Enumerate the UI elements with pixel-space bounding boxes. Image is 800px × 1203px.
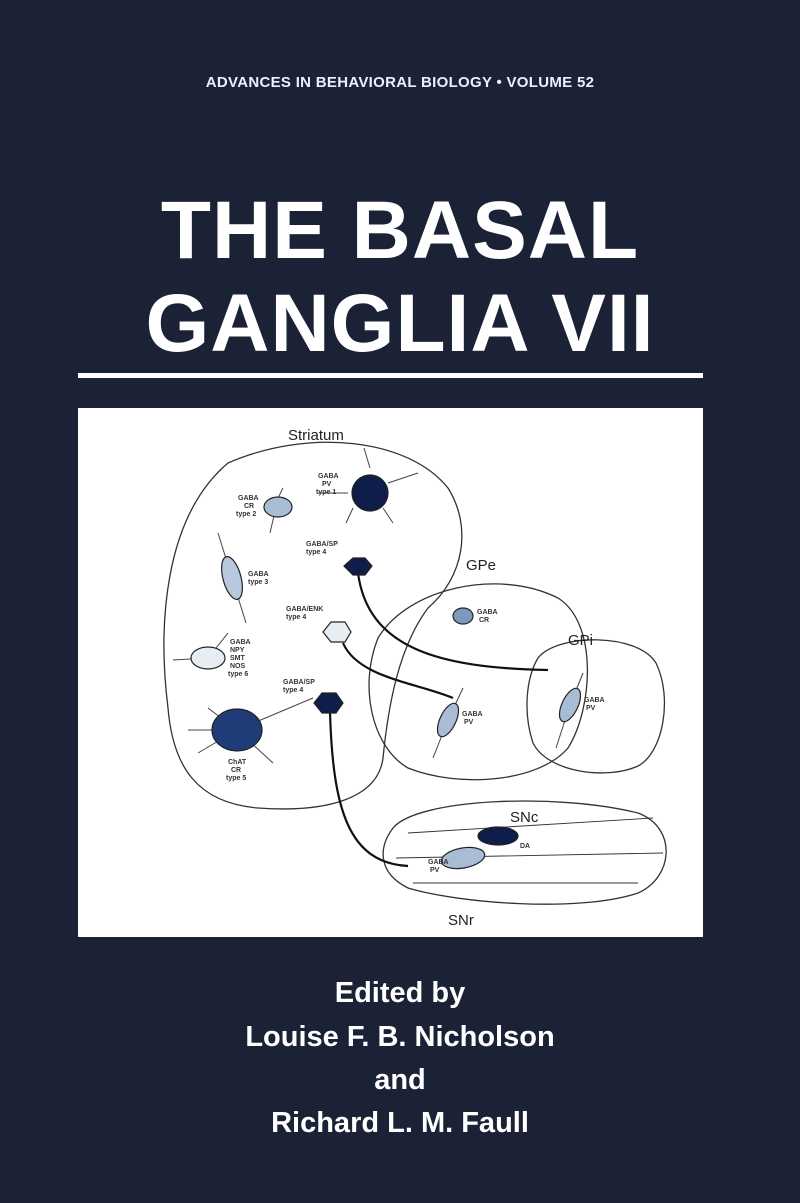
neuron-enk-type4 [322, 621, 352, 643]
book-title-line-1: THE BASAL [160, 185, 640, 276]
neuron-gpe-cr [452, 607, 474, 625]
neuron-type3 [221, 556, 243, 600]
and-label: and [374, 1064, 426, 1096]
label-gpi: GPi [568, 632, 593, 649]
projection-striatum-snr [328, 712, 409, 868]
neuron-cr-type2 [263, 496, 293, 518]
neuron-sp-type4-lower [313, 692, 344, 714]
series-title: ADVANCES IN BEHAVIORAL BIOLOGY • VOLUME … [205, 74, 595, 91]
label-snc-da: DA [520, 843, 530, 850]
edited-by-label: Edited by [334, 977, 466, 1009]
editor-1: Louise F. B. Nicholson [245, 1021, 555, 1053]
neuron-gpi-pv [558, 687, 582, 723]
neuron-sp-type4-upper [343, 557, 373, 576]
label-gpe: GPe [466, 557, 496, 574]
neuron-npy-type6 [190, 646, 226, 670]
neuron-gpe-pv [436, 702, 460, 738]
projection-striatum-gpe [341, 642, 454, 700]
striatum-outline [163, 441, 463, 810]
neuron-pv-type1 [351, 474, 389, 512]
editor-2: Richard L. M. Faull [271, 1107, 529, 1139]
gpe-outline [368, 583, 589, 781]
neuron-snc-da [477, 826, 519, 846]
label-snr: SNr [448, 912, 474, 929]
title-divider [78, 373, 703, 378]
label-striatum: Striatum [288, 427, 344, 444]
neuron-snr-pv [440, 846, 486, 870]
label-snc: SNc [510, 809, 539, 826]
projection-striatum-gpi [356, 572, 549, 672]
gpi-outline [526, 639, 666, 774]
book-title-line-2: GANGLIA VII [145, 278, 655, 369]
neuron-chat-type5 [211, 708, 263, 752]
snc-snr-outline [382, 800, 667, 905]
